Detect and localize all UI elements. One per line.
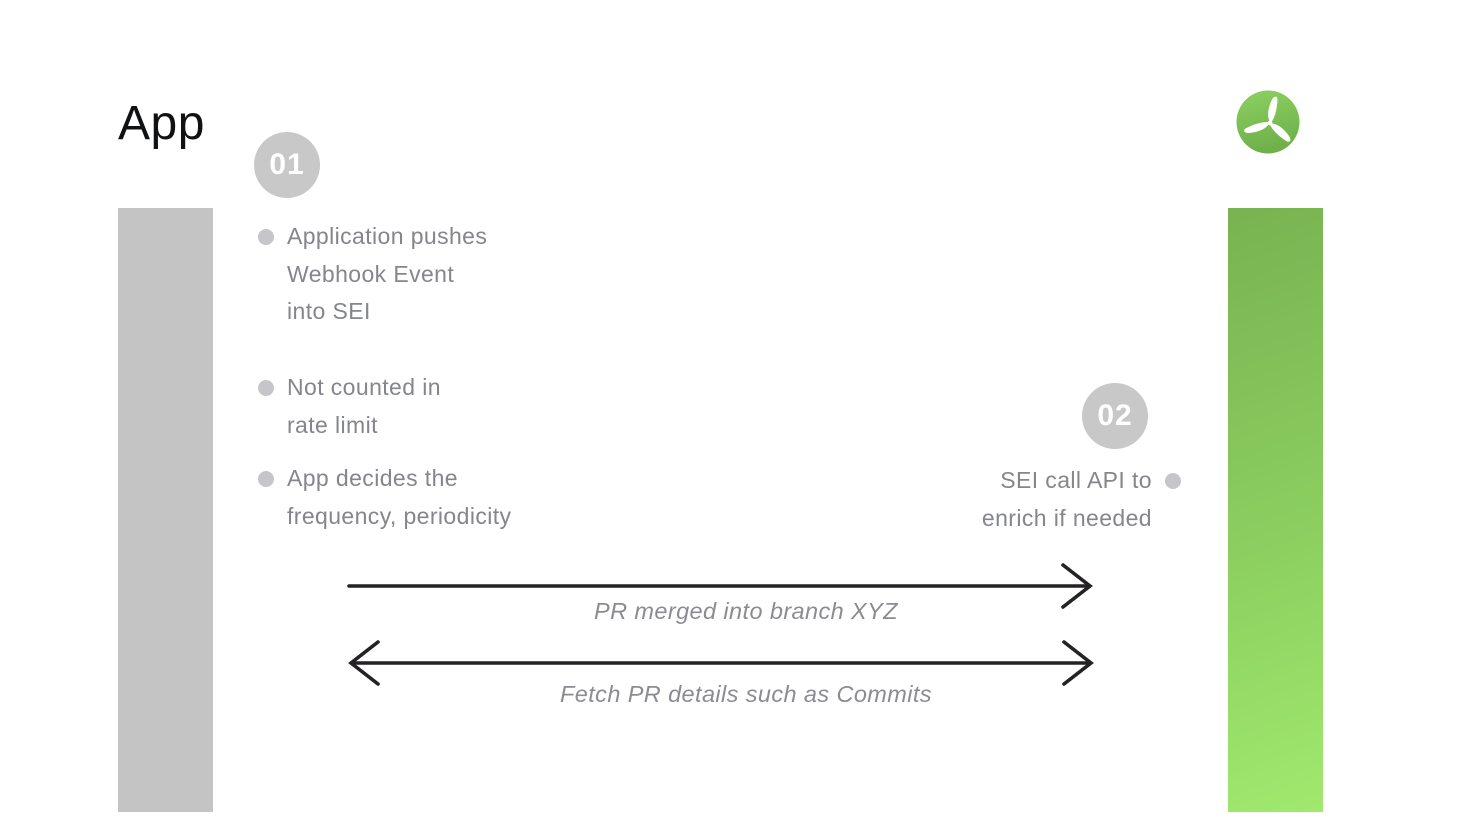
bullet-text-sei-enrich: SEI call API to enrich if needed [981, 467, 1152, 531]
bullet-dot-icon [258, 380, 274, 396]
list-item: SEI call API to enrich if needed [982, 462, 1181, 537]
bullet-dot-icon [1165, 473, 1181, 489]
list-item: App decides the frequency, periodicity [258, 460, 511, 535]
step-badge-02-label: 02 [1097, 399, 1133, 432]
arrow-label-fetch-pr: Fetch PR details such as Commits [560, 681, 932, 707]
bullet-dot-icon [258, 229, 274, 245]
propeller-logo [1236, 90, 1300, 154]
bullet-text-frequency: App decides the frequency, periodicity [287, 465, 512, 529]
right-green-bar [1228, 208, 1323, 812]
page-title: App [118, 97, 205, 150]
arrow-label-pr-merged: PR merged into branch XYZ [594, 598, 898, 624]
step-badge-02: 02 [1082, 383, 1148, 449]
arrow-double-fetch-pr [348, 640, 1094, 686]
bullet-dot-icon [258, 471, 274, 487]
bullet-text-rate-limit: Not counted in rate limit [287, 374, 441, 438]
step-badge-01-label: 01 [269, 148, 305, 181]
step-badge-01: 01 [254, 132, 320, 198]
left-gray-bar [118, 208, 213, 812]
list-item: Application pushes Webhook Event into SE… [258, 218, 487, 331]
arrow-right-pr-merged [347, 563, 1093, 609]
bullet-text-webhook: Application pushes Webhook Event into SE… [287, 223, 488, 324]
list-item: Not counted in rate limit [258, 369, 441, 444]
